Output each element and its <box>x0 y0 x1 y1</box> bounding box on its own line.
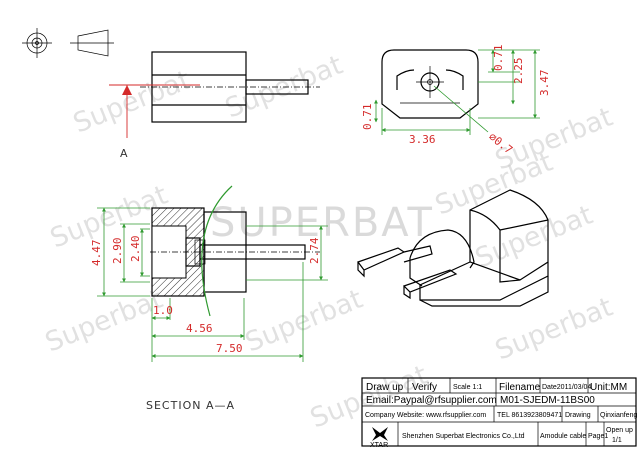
dim-3-47: 3.47 <box>538 70 551 97</box>
watermark: Superbat <box>241 284 367 359</box>
dim-2-40: 2.40 <box>129 236 142 263</box>
tb-page: Page1 <box>588 433 608 440</box>
tb-unit: Unit:MM <box>590 382 627 393</box>
watermark: Superbat <box>491 292 617 367</box>
side-view: A <box>109 51 320 160</box>
tb-part-no: M01-SJEDM-11BS00 <box>500 395 595 406</box>
tb-scale: Scale 1:1 <box>453 384 482 391</box>
tb-draw-up: Draw up <box>366 382 404 393</box>
dim-3-36: 3.36 <box>409 133 436 146</box>
dim-2-25: 2.25 <box>512 58 525 85</box>
watermark-caps: SUPERBAT <box>210 200 434 246</box>
title-block: Draw up Verify Scale 1:1 Filename Date20… <box>361 377 637 449</box>
watermark: Superbat <box>69 65 195 140</box>
tb-company: Shenzhen Superbat Electronics Co.,Ltd <box>402 433 525 440</box>
tb-product: Amodule cable <box>540 433 586 440</box>
xtar-logo-icon: XTAR <box>370 427 388 449</box>
dim-4-56: 4.56 <box>186 322 213 335</box>
tb-verify: Verify <box>412 382 437 393</box>
tb-open-up-value: 1/1 <box>612 437 622 444</box>
tb-email: Email:Paypal@rfsupplier.com <box>366 395 497 406</box>
tb-website: Company Website: www.rfsupplier.com <box>365 412 486 419</box>
watermark: Superbat <box>471 200 597 275</box>
dim-1-0: 1.0 <box>153 304 173 317</box>
section-caption: SECTION A—A <box>146 399 235 412</box>
tb-brand-logo: XTAR <box>370 442 388 449</box>
tb-drawing-label: Drawing <box>565 412 591 419</box>
dim-4-47: 4.47 <box>90 240 103 267</box>
tb-tel: TEL 8613923809471 <box>497 412 562 419</box>
dim-7-50: 7.50 <box>216 342 243 355</box>
dim-2-90: 2.90 <box>111 238 124 265</box>
tb-filename-label: Filename <box>499 382 541 393</box>
tb-drawer: Qinxianfeng <box>600 412 637 419</box>
dim-0-71-left: 0.71 <box>361 104 374 131</box>
tb-open-up: Open up <box>606 427 633 434</box>
dim-0-71-top: 0.71 <box>492 45 505 72</box>
front-view: 3.36 0.71 0.71 2.25 3.47 ⌀0.7 <box>361 45 551 157</box>
section-marker: A <box>120 147 129 160</box>
section-view: 4.47 2.90 2.40 2.74 1.0 4.56 7.50 SECTIO… <box>90 185 328 412</box>
projection-symbol <box>22 28 114 58</box>
tb-date: Date2011/03/04 <box>542 384 591 391</box>
isometric-view <box>357 189 549 307</box>
dim-2-74: 2.74 <box>308 237 321 264</box>
